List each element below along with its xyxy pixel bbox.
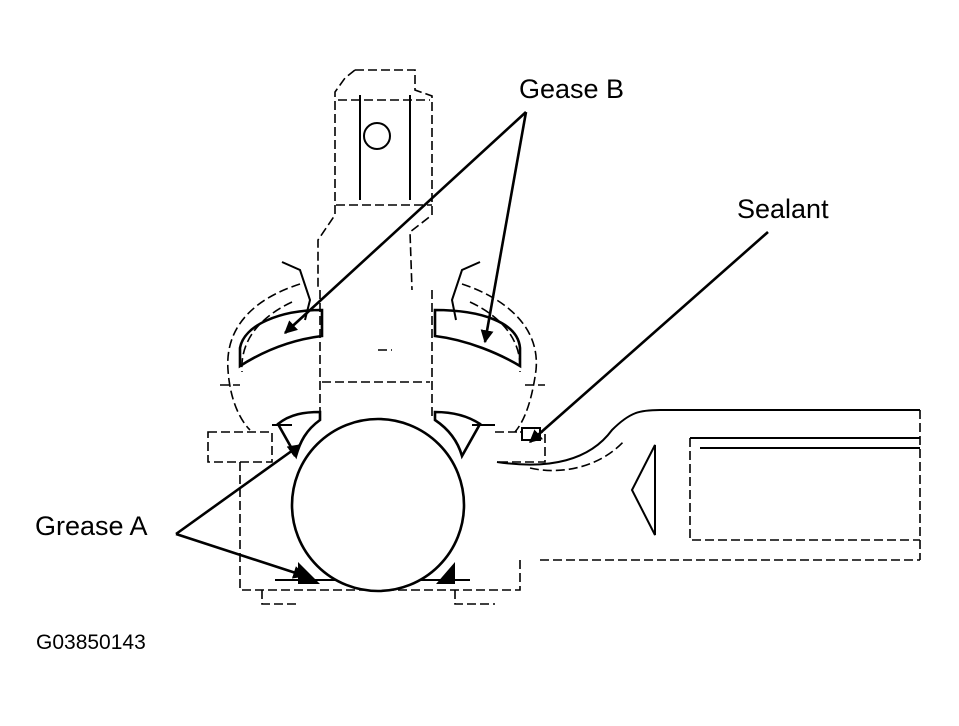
label-grease-a: Grease A — [35, 511, 148, 541]
ball — [290, 417, 466, 593]
grease-b-right-fill — [433, 308, 522, 369]
leader-grease-b-left — [284, 111, 527, 334]
label-sealant: Sealant — [737, 194, 829, 224]
cotter-pin-hole — [363, 122, 391, 150]
label-grease-b: Gease B — [519, 74, 624, 104]
leader-grease-b-right — [480, 111, 528, 344]
grease-b-left-fill — [238, 308, 324, 369]
grease-a-upper-right-fill — [433, 410, 482, 460]
leader-grease-a-upper — [175, 443, 302, 536]
leader-grease-a-lower — [175, 532, 307, 579]
figure-id: G03850143 — [36, 631, 146, 654]
grease-a-lower-right-fill — [436, 562, 455, 584]
leader-sealant — [529, 231, 769, 443]
tie-rod-end — [496, 409, 921, 561]
dust-boot — [220, 261, 545, 433]
ball-stud — [317, 69, 433, 420]
